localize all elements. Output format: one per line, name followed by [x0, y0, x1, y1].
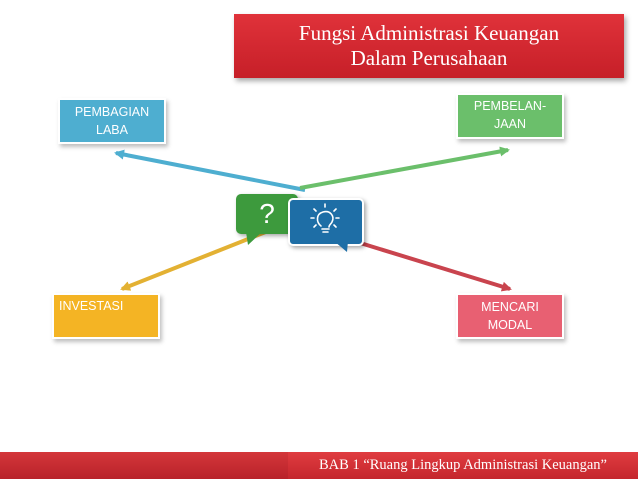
- node-investasi: INVESTASI: [52, 293, 160, 339]
- node-pembagian-laba-line-1: PEMBAGIAN: [74, 105, 150, 119]
- node-mencari-modal: MENCARI MODAL: [456, 293, 564, 339]
- title-line-2: Dalam Perusahaan: [350, 46, 508, 70]
- arrow-to-pembelanjaan: [299, 146, 510, 190]
- node-mencari-modal-line-1: MENCARI: [481, 300, 539, 314]
- title-line-1: Fungsi Administrasi Keuangan: [298, 21, 560, 45]
- idea-bubble: [288, 198, 364, 246]
- idea-bubble-tail: [334, 241, 348, 252]
- question-bubble: ?: [236, 194, 298, 234]
- question-mark-icon: ?: [259, 198, 275, 229]
- question-bubble-tail: [246, 232, 262, 245]
- lightbulb-icon: [310, 203, 340, 233]
- node-pembelanjaan-line-2: JAAN: [494, 117, 526, 131]
- arrow-to-pembagian-laba: [114, 149, 306, 192]
- node-pembelanjaan: PEMBELAN- JAAN: [456, 93, 564, 139]
- title-box: Fungsi Administrasi Keuangan Dalam Perus…: [234, 14, 624, 78]
- node-mencari-modal-line-2: MODAL: [487, 318, 533, 332]
- node-pembagian-laba: PEMBAGIAN LABA: [58, 98, 166, 144]
- footer-caption: BAB 1 “Ruang Lingkup Administrasi Keuang…: [288, 452, 638, 479]
- node-investasi-label: INVESTASI: [59, 299, 124, 313]
- node-pembelanjaan-line-1: PEMBELAN-: [473, 99, 547, 113]
- node-pembagian-laba-line-2: LABA: [96, 123, 128, 137]
